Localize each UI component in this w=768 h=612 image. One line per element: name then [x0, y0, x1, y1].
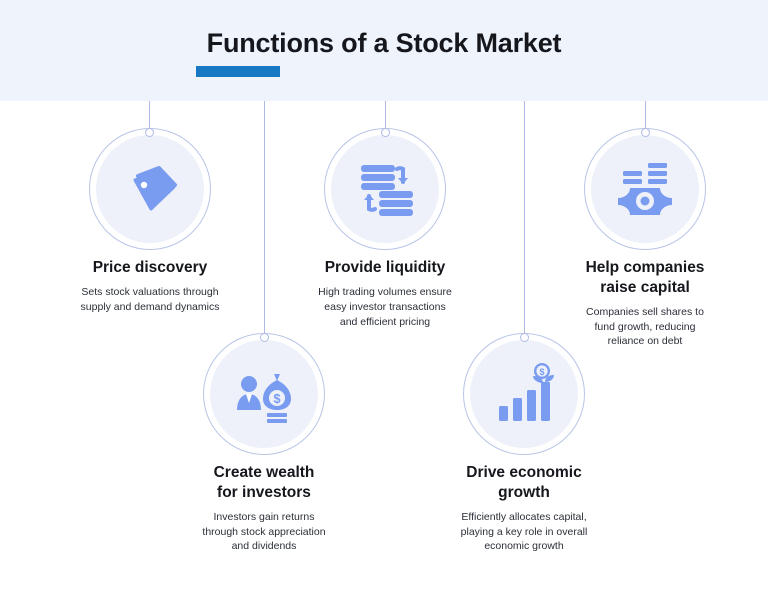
- connector-line-price-discovery: [149, 101, 150, 133]
- item-title-create-wealth: Create wealth for investors: [213, 464, 315, 501]
- item-text-price-discovery: Price discovery Sets stock valuations th…: [30, 258, 270, 315]
- investor-money-bag-icon: $: [232, 362, 296, 426]
- connector-dot-create-wealth: [260, 333, 269, 342]
- banknote-coins-icon: [613, 157, 677, 221]
- price-tag-icon: [118, 157, 182, 221]
- item-text-create-wealth: Create wealth for investors Investors ga…: [144, 463, 384, 554]
- coin-stack-exchange-icon: [353, 157, 417, 221]
- item-description-raise-capital: Companies sell shares to fund growth, re…: [586, 305, 704, 348]
- connector-line-drive-growth: [524, 101, 525, 334]
- growth-chart-plant-icon: $: [492, 362, 556, 426]
- svg-text:$: $: [539, 367, 544, 377]
- connector-dot-provide-liquidity: [381, 128, 390, 137]
- title-accent-bar: [196, 66, 280, 77]
- item-text-drive-growth: Drive economic growth Efficiently alloca…: [404, 463, 644, 554]
- connector-line-raise-capital: [645, 101, 646, 133]
- item-title-raise-capital: Help companies raise capital: [585, 259, 705, 296]
- connector-dot-price-discovery: [145, 128, 154, 137]
- page-title: Functions of a Stock Market: [206, 28, 562, 58]
- connector-dot-drive-growth: [520, 333, 529, 342]
- connector-line-create-wealth: [264, 101, 265, 338]
- item-description-create-wealth: Investors gain returns through stock app…: [202, 510, 326, 553]
- item-text-raise-capital: Help companies raise capital Companies s…: [525, 258, 765, 349]
- item-title-drive-growth: Drive economic growth: [466, 464, 582, 501]
- item-text-provide-liquidity: Provide liquidity High trading volumes e…: [265, 258, 505, 330]
- connector-line-provide-liquidity: [385, 101, 386, 133]
- header-band: [0, 0, 768, 101]
- item-description-price-discovery: Sets stock valuations through supply and…: [80, 285, 220, 313]
- item-title-provide-liquidity: Provide liquidity: [324, 259, 446, 276]
- svg-text:$: $: [273, 391, 281, 406]
- item-title-price-discovery: Price discovery: [92, 259, 208, 276]
- circle-disc-drive-growth: [470, 340, 578, 448]
- item-description-drive-growth: Efficiently allocates capital, playing a…: [460, 510, 588, 553]
- item-description-provide-liquidity: High trading volumes ensure easy investo…: [318, 285, 452, 328]
- connector-dot-raise-capital: [641, 128, 650, 137]
